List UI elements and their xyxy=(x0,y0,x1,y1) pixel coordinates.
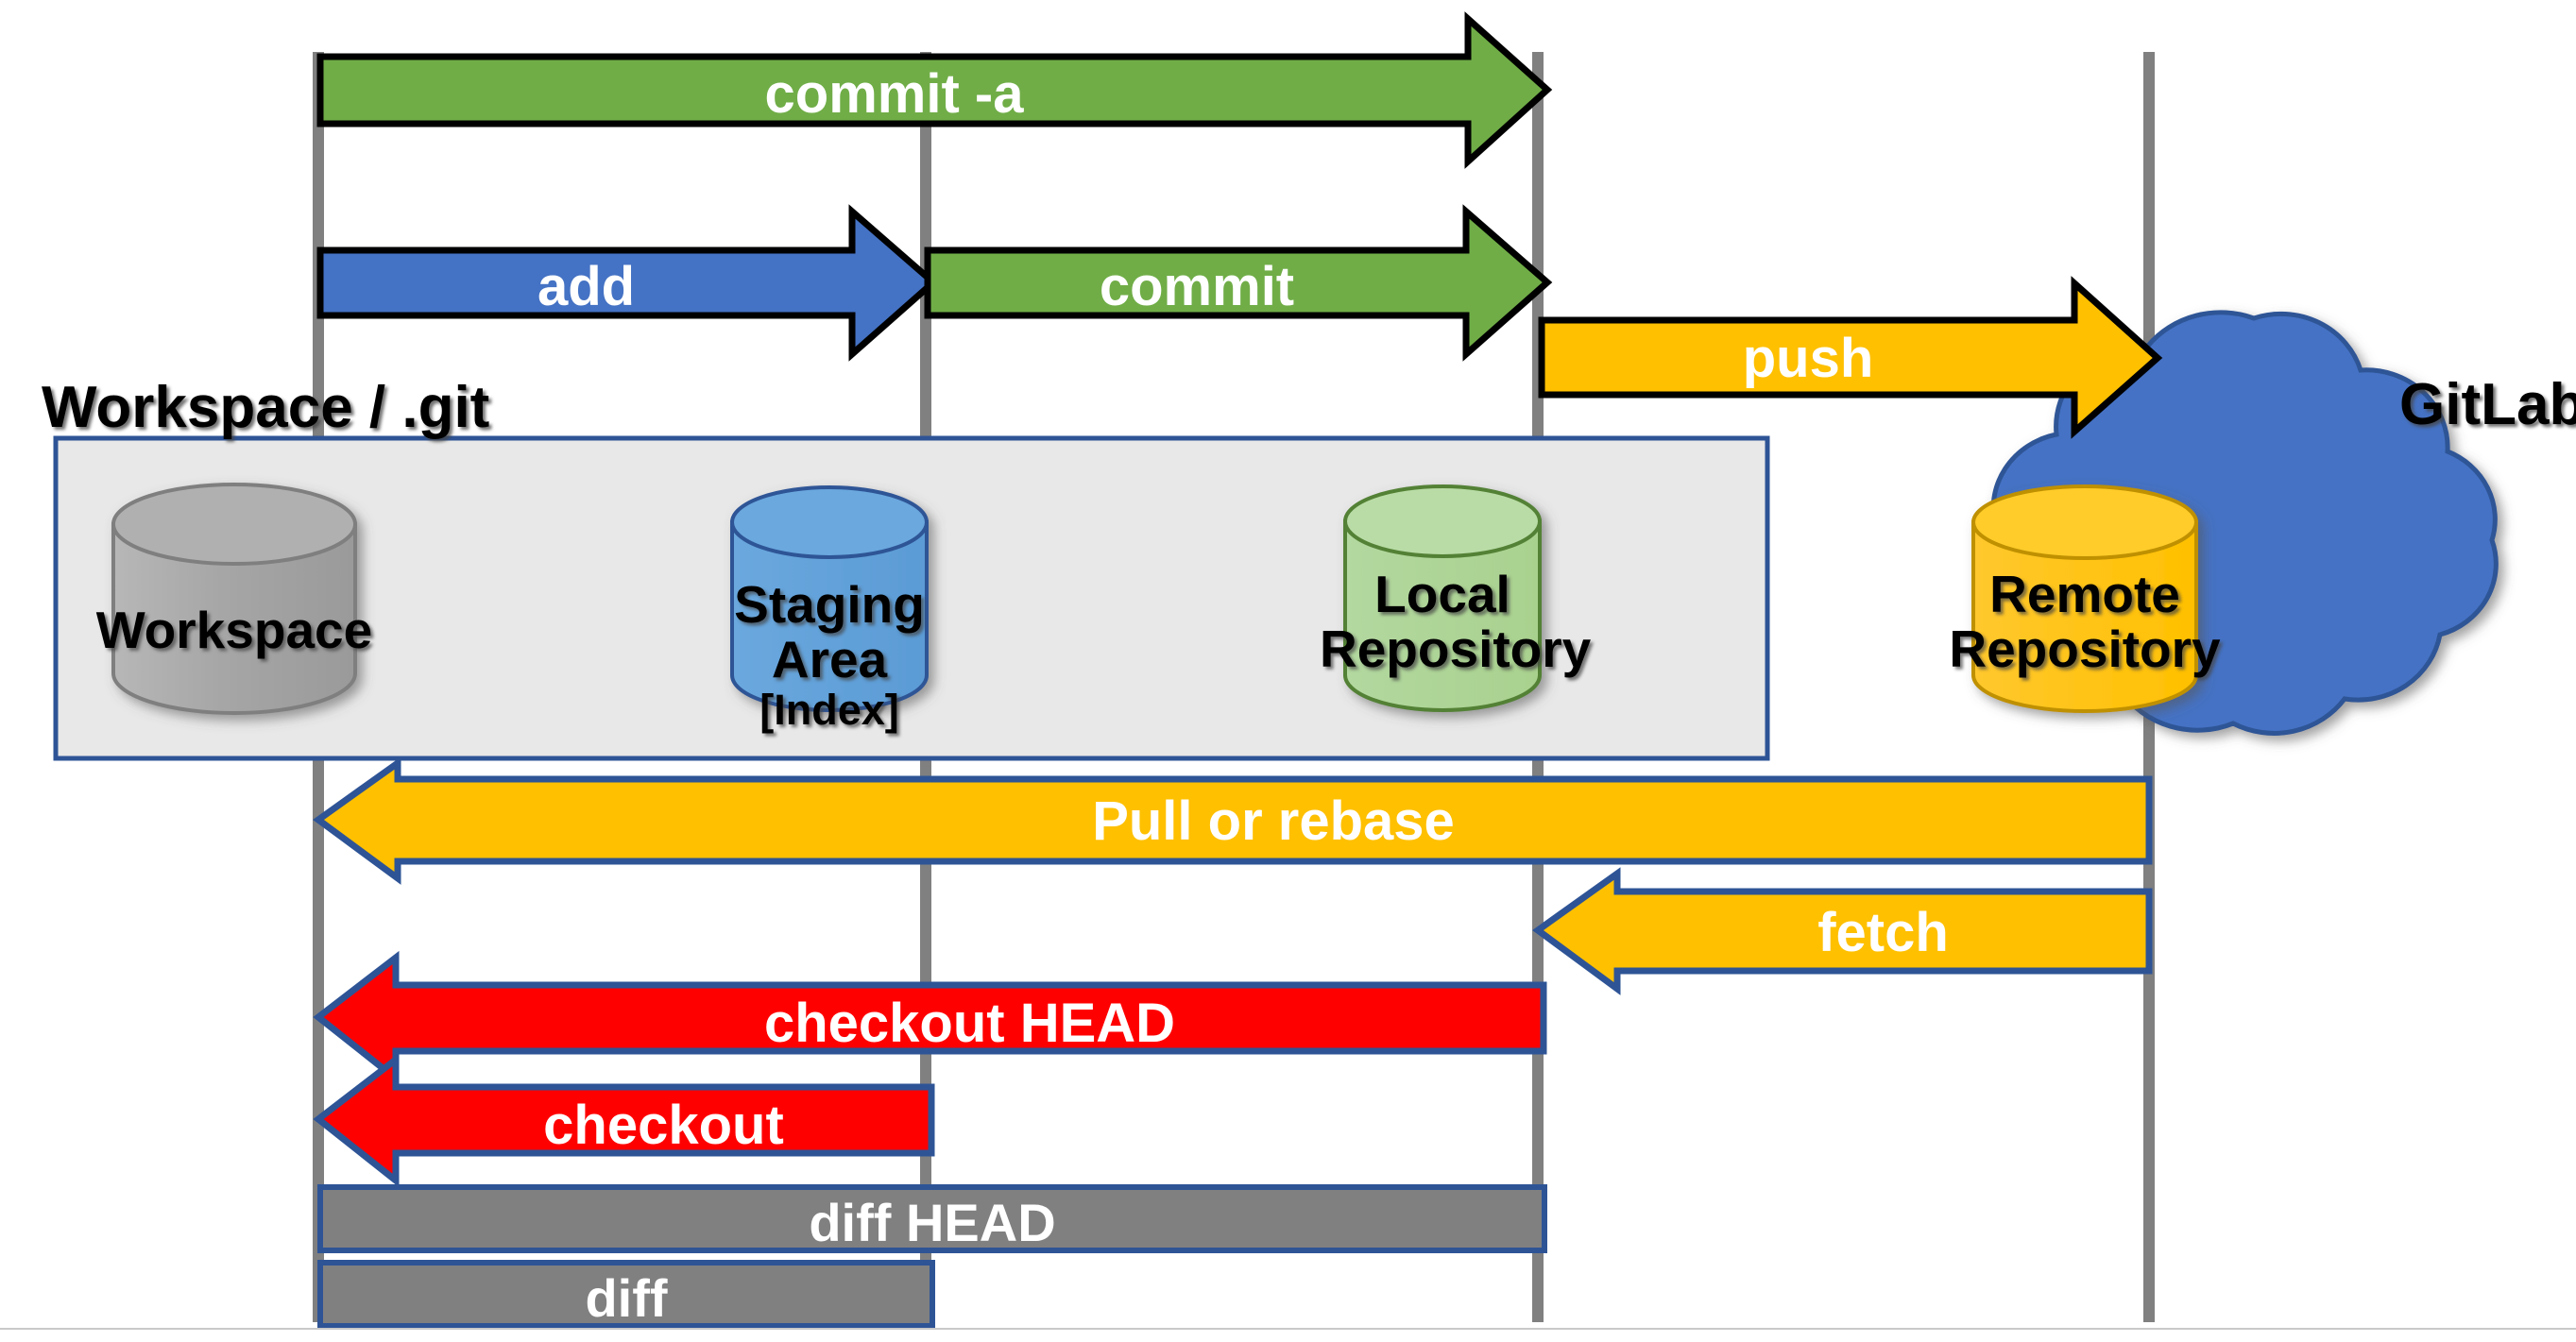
arrow-diff-head[interactable] xyxy=(317,1184,1547,1253)
arrow-diff[interactable] xyxy=(317,1260,935,1329)
arrow-pull-or-rebase[interactable] xyxy=(313,756,2153,885)
arrow-add[interactable] xyxy=(316,204,939,362)
store-label-staging-main: Staging Area xyxy=(734,575,925,689)
lane-label-workspace-git: Workspace / .git xyxy=(42,375,490,440)
lane-label-gitlab: GitLab xyxy=(2399,372,2576,437)
arrow-push[interactable] xyxy=(1538,276,2163,439)
store-label-workspace-main: Workspace xyxy=(95,601,373,659)
store-label-staging: Staging Area [Index] xyxy=(707,577,952,732)
store-label-staging-sub: [Index] xyxy=(759,685,899,734)
store-label-local-sub: Repository xyxy=(1320,620,1592,679)
store-label-local-repository: Local Repository xyxy=(1320,565,1592,679)
remote-repository-cylinder xyxy=(1971,484,2198,713)
bottom-divider xyxy=(0,1328,2576,1330)
arrow-fetch[interactable] xyxy=(1532,867,2153,995)
store-label-remote-sub: Repository xyxy=(1949,620,2221,679)
arrow-checkout[interactable] xyxy=(313,1052,935,1188)
arrow-commit-a[interactable] xyxy=(316,11,1553,169)
staging-cylinder xyxy=(730,485,929,712)
arrow-checkout-head[interactable] xyxy=(313,950,1547,1086)
arrow-commit[interactable] xyxy=(924,204,1553,362)
store-label-remote-main: Remote xyxy=(1989,565,2180,623)
store-label-local-main: Local xyxy=(1374,565,1510,623)
workspace-cylinder xyxy=(111,483,357,715)
local-repository-cylinder xyxy=(1343,484,1542,712)
store-label-remote-repository: Remote Repository xyxy=(1948,567,2222,677)
store-label-workspace: Workspace xyxy=(93,603,376,657)
